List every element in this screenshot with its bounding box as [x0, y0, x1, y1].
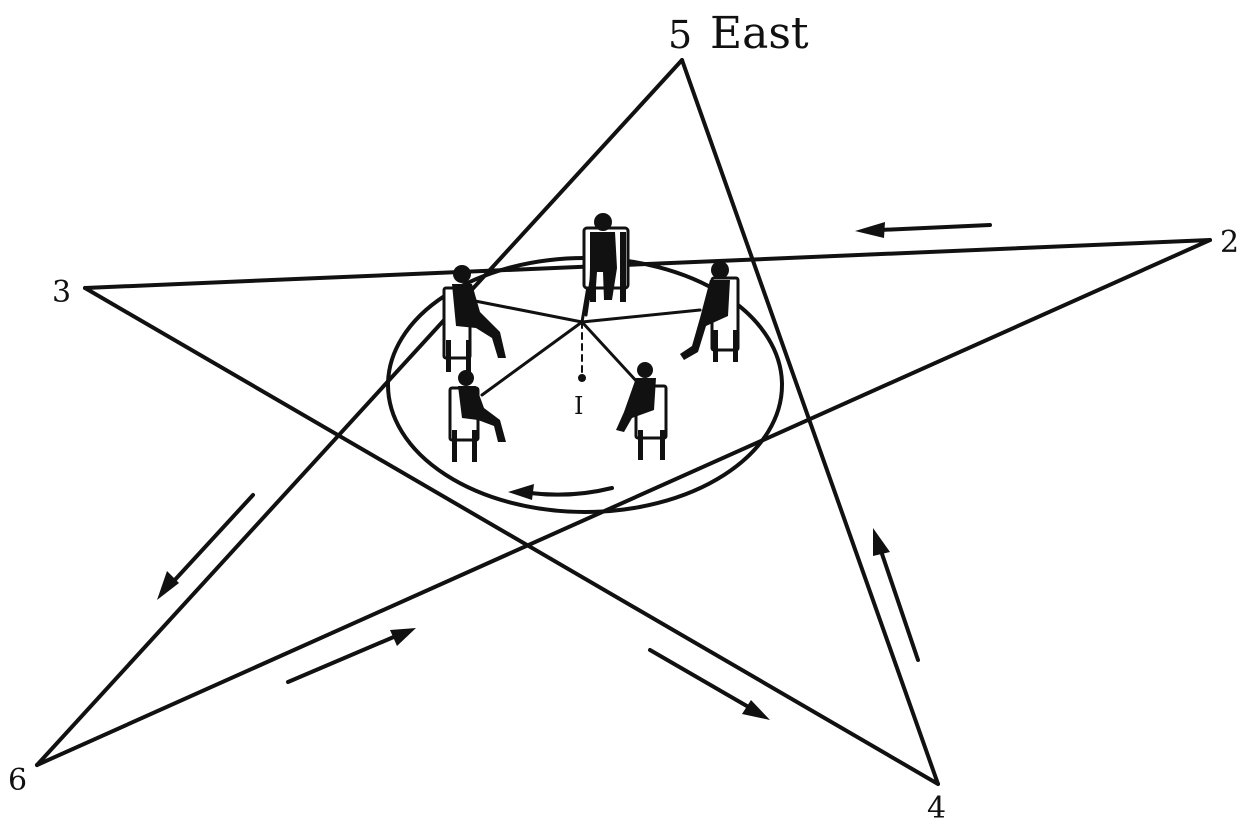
pentagram-edge-6-5 [35, 58, 684, 767]
seated-figure-lower-left [448, 370, 506, 462]
seated-figure-left [442, 265, 506, 372]
arrow-toward-6 [157, 493, 255, 600]
label-point-4: 4 [927, 791, 946, 824]
arrow-toward-2 [286, 628, 416, 684]
pentagram-edge-5-4 [680, 58, 940, 786]
pentagram-edge-4-3 [83, 286, 940, 786]
label-point-2: 2 [1220, 225, 1239, 260]
seated-figure-top [582, 213, 630, 317]
direction-arrows [157, 222, 992, 720]
label-east: East [710, 8, 809, 59]
arrow-toward-3 [855, 222, 992, 238]
label-point-6: 6 [8, 763, 27, 798]
label-center-point: I [574, 392, 583, 420]
seated-figure-lower-right [616, 362, 668, 460]
label-point-3: 3 [52, 275, 71, 310]
pentagram-edge-2-6 [35, 238, 1212, 767]
arrow-toward-5 [873, 528, 920, 662]
spokes [468, 243, 702, 397]
label-point-5: 5 [668, 13, 692, 57]
seated-figure-right [680, 261, 740, 362]
arrow-toward-4 [648, 648, 770, 720]
point-labels: 5 East 2 3 4 6 I [8, 8, 1239, 824]
arrow-circle-rotation [508, 484, 614, 500]
